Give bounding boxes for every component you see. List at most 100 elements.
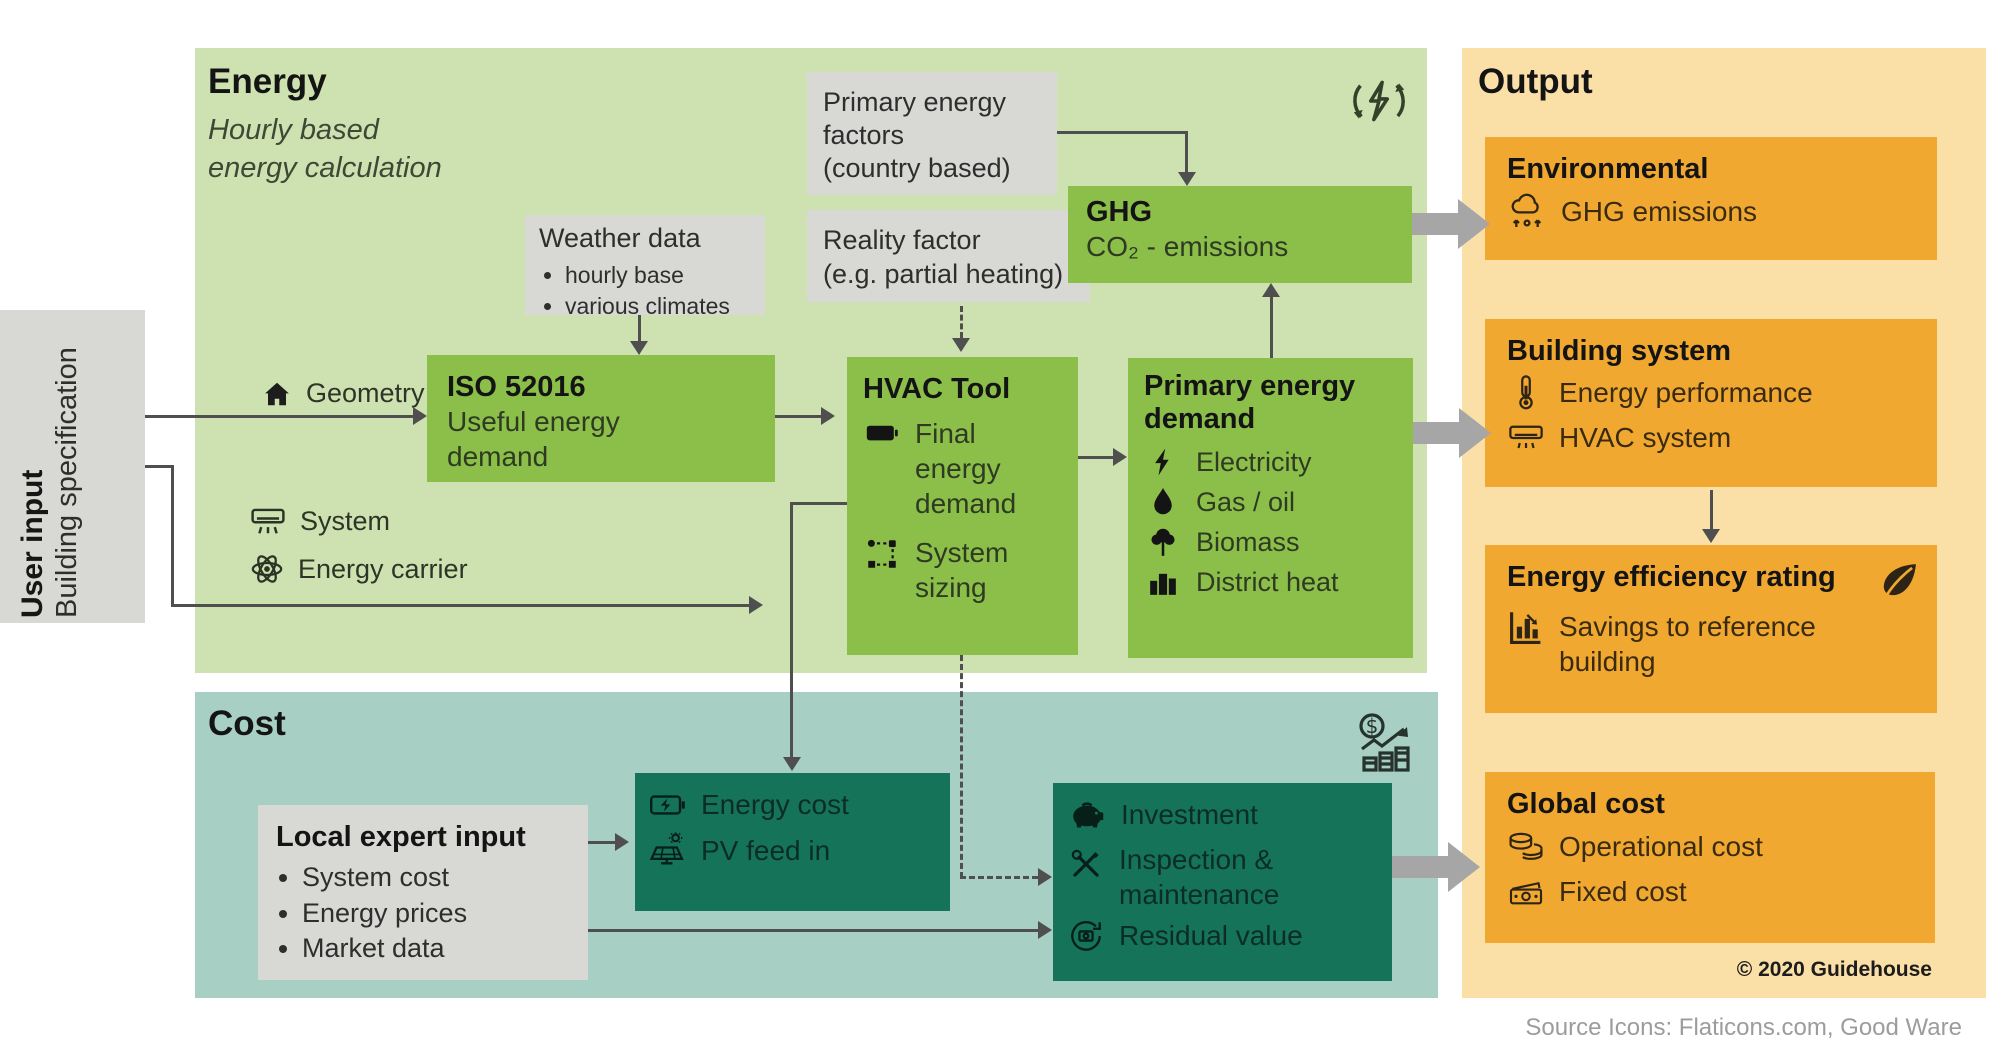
drop-icon [1144,488,1182,516]
arrowhead [615,833,629,851]
air-conditioner-icon [1507,423,1545,453]
arrowhead [821,407,835,425]
building-system-item-label: HVAC system [1559,422,1732,454]
hvac-tool-box: HVAC Tool Final energy demand [847,357,1078,655]
investment-item-label: Inspection & maintenance [1119,844,1280,910]
geometry-label: Geometry [306,378,425,408]
bar-chart-icon [1507,611,1545,645]
battery-charging-icon [649,793,687,817]
efficiency-item-label: Savings to reference building [1559,611,1816,677]
local-expert-bullet: Energy prices [302,896,580,932]
hvac-item-label: System sizing [915,537,1009,604]
local-expert-title: Local expert input [276,821,526,853]
weather-title: Weather data [539,223,701,253]
arrow-weather-to-iso [638,315,641,341]
arrow-user-to-iso [145,415,415,418]
arrow-localexpert-to-investment [588,929,1038,932]
weather-bullet: hourly base [565,260,759,291]
energy-carrier-label: Energy carrier [298,553,468,584]
arrowhead [749,596,763,614]
iso-title: ISO 52016 [447,371,586,403]
environmental-box: Environmental GHG emissions [1485,137,1937,260]
arrow-user-to-hvac [171,604,749,607]
energy-cycle-icon [1348,70,1410,132]
arrow-user-elbow-v [171,465,174,607]
cost-section-title: Cost [208,704,286,743]
arrow-hvac-to-investment-dashed-h [960,876,1038,879]
building-system-box: Building system Energy performance [1485,319,1937,487]
lightning-icon [1144,448,1182,476]
arrow-ped-to-ghg [1270,295,1273,358]
ped-title: Primary energy demand [1144,370,1356,436]
air-conditioner-icon [250,505,286,537]
local-expert-input-box: Local expert input System cost Energy pr… [258,805,588,980]
solar-panel-icon [649,832,687,868]
district-heat-icon [1144,568,1182,596]
environmental-title: Environmental [1507,153,1709,185]
reality-factor-text: Reality factor (e.g. partial heating) [823,225,1064,289]
energy-carrier-input: Energy carrier [250,552,468,586]
arrowhead [952,338,970,352]
fat-arrow-ped-to-buildingsystem [1413,408,1491,458]
arrow-hvac-to-energycost-v [790,502,793,757]
ghg-subtitle: CO₂ - emissions [1086,231,1289,263]
ped-item-label: Electricity [1196,446,1312,477]
user-input-title: User input [16,469,49,618]
weather-data-box: Weather data hourly base various climate… [525,215,765,319]
source-credit-text: Source Icons: Flaticons.com, Good Ware [1525,1014,1962,1041]
weather-bullet: various climates [565,291,759,322]
iso-52016-box: ISO 52016 Useful energy demand [427,355,775,482]
arrowhead [1113,448,1127,466]
arrow-pef-elbow-h [1057,131,1188,134]
energy-cost-item-label: PV feed in [701,834,831,866]
fat-arrow-ghg-to-environmental [1412,199,1490,249]
energy-cost-item-label: Energy cost [701,789,849,820]
global-cost-item-label: Operational cost [1559,831,1763,863]
investment-item-label: Investment [1121,799,1258,830]
svg-text:$: $ [1366,714,1379,738]
user-input-box [0,310,145,623]
residual-value-icon [1067,919,1105,953]
arrow-localexpert-to-energycost [588,841,617,844]
arrowhead [413,407,427,425]
global-cost-title: Global cost [1507,788,1665,820]
arrowhead [783,757,801,771]
fat-arrow-investment-to-globalcost [1392,842,1480,892]
building-system-title: Building system [1507,335,1731,367]
user-input-subtitle: Building specification [51,347,83,618]
arrowhead [1038,868,1052,886]
arrowhead [1262,283,1280,297]
arrowhead [1038,921,1052,939]
hvac-title: HVAC Tool [863,373,1011,405]
system-sizing-icon [863,539,901,569]
thermometer-icon [1507,374,1545,410]
system-label: System [300,505,391,536]
efficiency-title: Energy efficiency rating [1507,561,1836,593]
arrow-pef-elbow-v [1185,131,1188,172]
user-input-text: User input Building specification [16,322,84,618]
arrow-hvac-to-ped [1078,456,1115,459]
energy-efficiency-rating-box: Energy efficiency rating Savings [1485,545,1937,713]
banknote-icon [1507,877,1545,907]
tree-icon [1144,527,1182,557]
reality-factor-box: Reality factor (e.g. partial heating) [807,210,1090,302]
environmental-item-label: GHG emissions [1561,195,1758,227]
tools-icon [1067,848,1105,880]
ped-item-label: District heat [1196,566,1339,597]
local-expert-bullet: Market data [302,931,580,967]
energy-section-subtitle: Hourly based energy calculation [208,114,442,184]
arrow-user-elbow-h1 [145,465,174,468]
system-input: System [250,505,390,537]
arrow-reality-to-hvac-dashed [960,306,963,338]
cost-growth-icon: $ [1356,710,1416,772]
arrowhead [1178,172,1196,186]
ghg-title: GHG [1086,196,1153,228]
energy-cost-box: Energy cost PV feed in [635,773,950,911]
global-cost-item-label: Fixed cost [1559,876,1687,908]
building-system-item-label: Energy performance [1559,376,1813,408]
investment-box: Investment Inspection & maintenance [1053,783,1392,981]
atom-icon [250,552,284,586]
local-expert-bullet: System cost [302,860,580,896]
energy-section-title: Energy [208,62,327,101]
